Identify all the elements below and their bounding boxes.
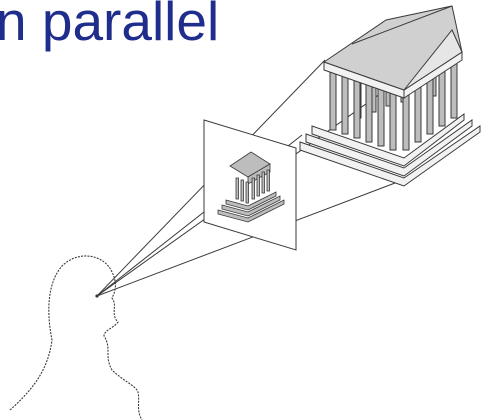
observer-eye bbox=[95, 294, 98, 297]
temple bbox=[300, 6, 480, 186]
picture-plane bbox=[204, 120, 296, 250]
observer-head bbox=[10, 256, 142, 420]
